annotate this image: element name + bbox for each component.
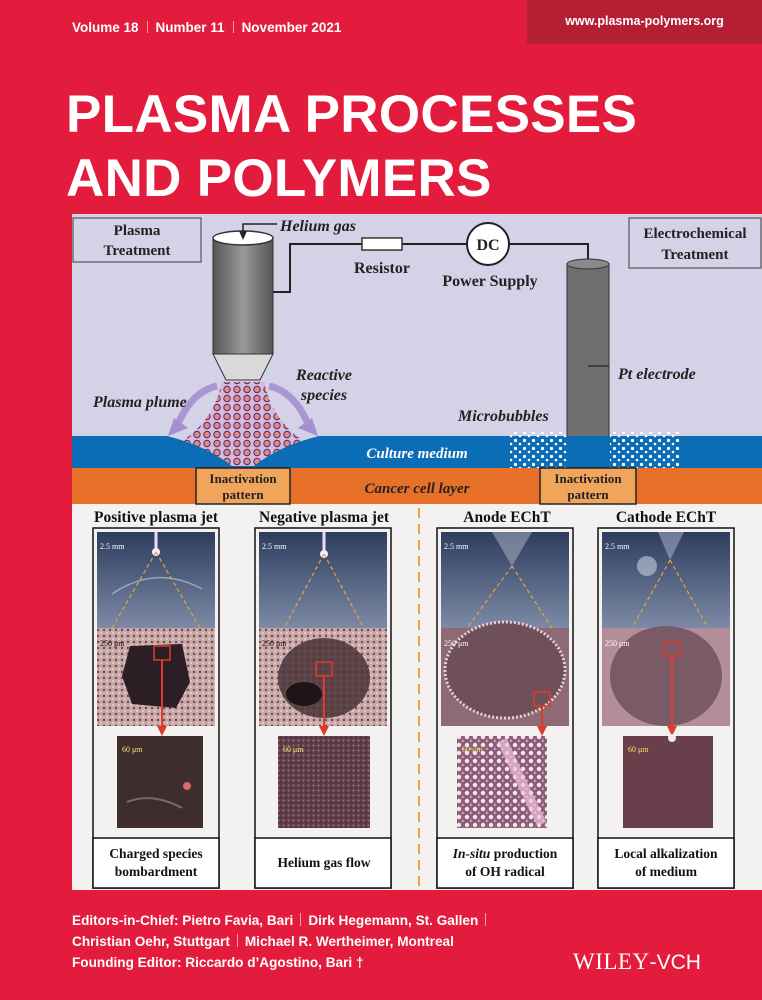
helium-gas-label: Helium gas: [279, 218, 356, 235]
reactive-label-line1: Reactive: [295, 367, 352, 384]
scale-panel2-top: 2.5 mm: [262, 542, 287, 551]
cancer-cell-label: Cancer cell layer: [365, 481, 470, 497]
issue-info: Volume 18 Number 11 November 2021: [72, 20, 341, 35]
panel2-photo-bottom: [278, 736, 370, 828]
dc-label: DC: [476, 237, 499, 254]
panel-negative-plasma-jet: Negative plasma jet Helium gas flow: [254, 509, 392, 889]
power-supply-label: Power Supply: [442, 273, 537, 290]
panel3-caption-rest: production: [490, 846, 557, 861]
panel3-caption-line1: In-situ production: [452, 846, 558, 861]
inactivation-left-line1: Inactivation: [209, 471, 277, 486]
website-box: www.plasma-polymers.org: [527, 0, 762, 44]
scale-panel1-top: 2.5 mm: [100, 542, 125, 551]
panel3-caption-italic: In-situ: [452, 846, 491, 861]
microbubbles-label: Microbubbles: [457, 408, 549, 425]
panel4-photo-bottom: [623, 736, 713, 828]
scale-panel4-bottom: 60 μm: [628, 745, 649, 754]
cancer-cell-layer: [72, 468, 762, 504]
pt-electrode-label: Pt electrode: [617, 366, 696, 383]
journal-title-line1: PLASMA PROCESSES: [66, 85, 638, 144]
dc-source: [466, 222, 510, 266]
scale-panel4-top: 2.5 mm: [605, 542, 630, 551]
panel4-title: Cathode EChT: [616, 509, 717, 526]
panel-cathode-echt: Cathode EChT Local alkalization of mediu…: [597, 509, 735, 889]
inactivation-pattern-left: [195, 467, 291, 505]
panel4-caption-line2: of medium: [635, 864, 698, 879]
echem-box-line2: Treatment: [662, 247, 729, 263]
scale-panel2-mid: 250 μm: [262, 639, 287, 648]
volume: Volume 18: [72, 20, 139, 35]
panel1-caption-line1: Charged species: [109, 846, 202, 861]
plasma-box-line2: Treatment: [104, 243, 171, 259]
issue-number: Number 11: [155, 20, 225, 35]
panel-positive-plasma-jet: Positive plasma jet Charged species bomb…: [92, 509, 220, 889]
wiley-vch-logo: WILEY-VCH: [573, 949, 701, 974]
inactivation-right-line2: pattern: [567, 487, 609, 502]
website-link[interactable]: www.plasma-polymers.org: [565, 14, 724, 28]
plasma-box-line1: Plasma: [114, 223, 161, 239]
reactive-species: [184, 382, 302, 472]
culture-medium-label: Culture medium: [366, 446, 467, 462]
culture-medium: [72, 436, 762, 468]
scale-panel1-bottom: 60 μm: [122, 745, 143, 754]
echem-treatment-box: [628, 217, 762, 269]
panel3-title: Anode EChT: [463, 509, 551, 526]
journal-title-line2: AND POLYMERS: [66, 149, 492, 208]
scale-panel3-top: 2.5 mm: [444, 542, 469, 551]
panel2-caption-line1: Helium gas flow: [278, 855, 371, 870]
plasma-treatment-box: [72, 217, 202, 263]
reactive-label-line2: species: [300, 387, 347, 404]
inactivation-right-line1: Inactivation: [554, 471, 622, 486]
cover-figure: Plasma Treatment Electrochemical Treatme…: [72, 214, 762, 890]
panel1-photo-bottom: [117, 736, 203, 828]
scale-panel4-mid: 250 μm: [605, 639, 630, 648]
panel4-caption-line1: Local alkalization: [614, 846, 718, 861]
echem-box-line1: Electrochemical: [643, 226, 746, 242]
editors-line3: Founding Editor: Riccardo d’Agostino, Ba…: [72, 955, 364, 970]
scale-panel3-mid: 250 μm: [444, 639, 469, 648]
panel3-caption-line2: of OH radical: [465, 864, 545, 879]
scale-bars: 2.5 mm 2.5 mm 2.5 mm 2.5 mm 250 μm 250 μ…: [100, 542, 649, 754]
panel1-caption-line2: bombardment: [115, 864, 198, 879]
inactivation-pattern-right: [539, 467, 637, 505]
resistor: [361, 237, 403, 251]
panel1-title: Positive plasma jet: [94, 509, 219, 526]
resistor-label: Resistor: [354, 260, 410, 277]
scale-panel3-bottom: 60 μm: [462, 745, 483, 754]
issue-date: November 2021: [241, 20, 342, 35]
inactivation-left-line2: pattern: [222, 487, 264, 502]
scale-panel1-mid: 250 μm: [100, 639, 125, 648]
microbubbles: [510, 432, 568, 468]
jet-tube: [212, 237, 274, 355]
panel2-title: Negative plasma jet: [259, 509, 390, 526]
figure-graphic: Plasma Treatment Electrochemical Treatme…: [72, 214, 762, 890]
plasma-plume-label: Plasma plume: [92, 394, 187, 411]
jet-nozzle: [212, 353, 274, 381]
panel-anode-echt: Anode EChT In-situ production of OH radi…: [436, 509, 574, 889]
pt-electrode: [566, 263, 610, 465]
scale-panel2-bottom: 60 μm: [283, 745, 304, 754]
